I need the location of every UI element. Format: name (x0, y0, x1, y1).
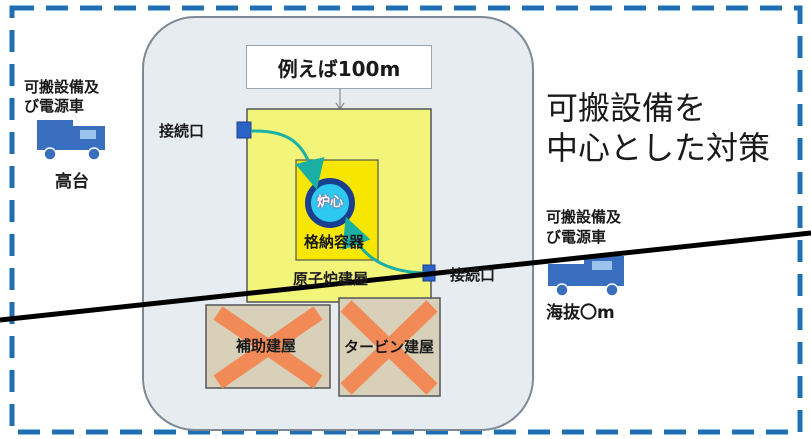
title-line-2: 中心とした対策 (546, 129, 771, 167)
aux-building-label: 補助建屋 (236, 337, 297, 355)
pipe-arrow-top (250, 129, 325, 190)
site-boundary (9, 5, 803, 435)
connection-port-top-marker (236, 121, 252, 139)
right-vehicle-location: 海抜〇m (546, 303, 615, 323)
title-line-1: 可搬設備を (546, 89, 707, 127)
connection-port-top-label: 接続口 (159, 122, 205, 140)
reactor-building-label: 原子炉建屋 (293, 270, 369, 288)
distance-label: 例えば100m (246, 45, 432, 89)
left-vehicle-location: 高台 (55, 172, 89, 192)
cross-icon (213, 306, 323, 389)
tsunami-level-line (0, 230, 811, 323)
truck-icon (37, 120, 105, 161)
cross-icon (340, 300, 438, 395)
turbine-building-label: タービン建屋 (344, 338, 435, 356)
truck-icon (548, 256, 624, 297)
right-vehicle-label-2: び電源車 (546, 228, 607, 246)
connection-port-bottom-label: 接続口 (450, 266, 496, 284)
reactor-core (305, 178, 355, 228)
pipe-arrow-bottom (342, 216, 425, 275)
left-vehicle-label-1: 可搬設備及 (24, 78, 100, 96)
containment-label: 格納容器 (304, 233, 365, 251)
core-label: 炉心 (317, 195, 344, 210)
right-vehicle-label-1: 可搬設備及 (546, 208, 622, 226)
left-vehicle-label-2: び電源車 (24, 97, 85, 115)
